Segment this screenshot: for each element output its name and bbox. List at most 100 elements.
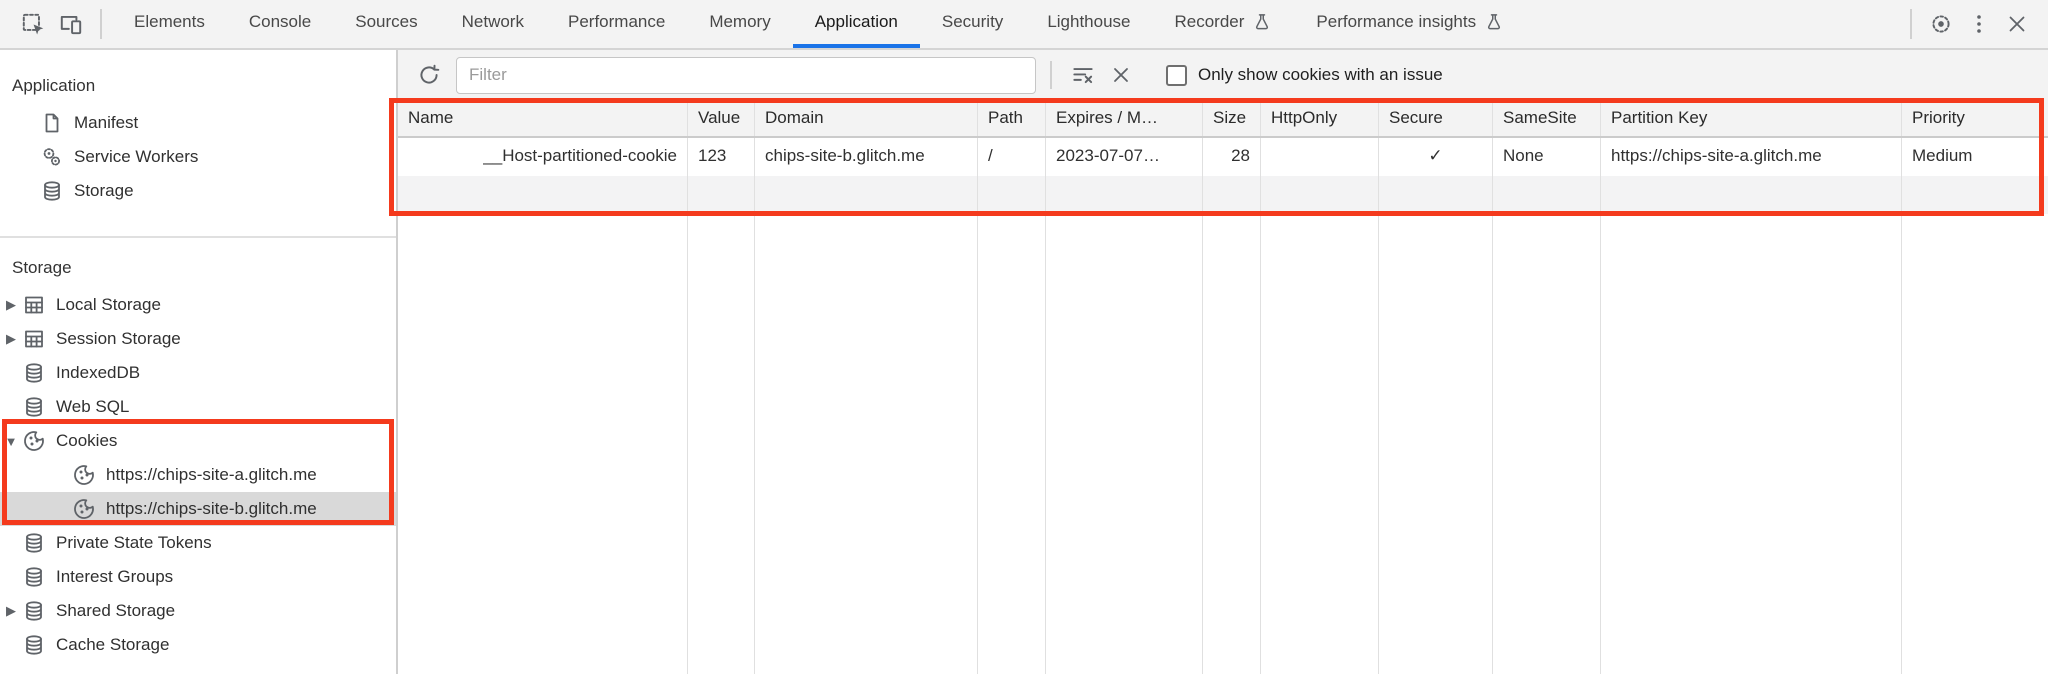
sidebar-section-divider [0, 236, 396, 238]
table-grid-icon [22, 293, 46, 317]
cookies-pane: Only show cookies with an issue Name Val… [398, 50, 2048, 674]
column-header-path[interactable]: Path [978, 100, 1046, 136]
cell-size: 28 [1203, 138, 1261, 176]
sidebar-item-indexeddb[interactable]: IndexedDB [0, 356, 396, 390]
column-header-httponly[interactable]: HttpOnly [1261, 100, 1379, 136]
expand-arrow-collapsed-icon[interactable] [6, 331, 16, 347]
sidebar-item-private-state-tokens[interactable]: Private State Tokens [0, 526, 396, 560]
sidebar-item-storage[interactable]: Storage [0, 174, 396, 208]
sidebar-item-web-sql[interactable]: Web SQL [0, 390, 396, 424]
expand-arrow-collapsed-icon[interactable] [6, 297, 16, 313]
settings-gear-icon[interactable] [1922, 5, 1960, 43]
cell-path: / [978, 138, 1046, 176]
column-header-size[interactable]: Size [1203, 100, 1261, 136]
sidebar-item-label: Cookies [56, 431, 118, 450]
sidebar-item-session-storage[interactable]: Session Storage [0, 322, 396, 356]
empty-stripe-row [398, 176, 2048, 214]
panel-tabs: Elements Console Sources Network Perform… [112, 0, 1526, 48]
sidebar-item-label: Service Workers [74, 147, 199, 166]
cell-priority: Medium [1912, 146, 1973, 165]
more-options-menu-icon[interactable] [1960, 5, 1998, 43]
cell-domain: chips-site-b.glitch.me [755, 138, 978, 176]
column-header-value[interactable]: Value [688, 100, 755, 136]
sidebar-item-label: Manifest [74, 113, 139, 132]
tab-recorder[interactable]: Recorder [1153, 0, 1295, 48]
tab-performance-insights-label: Performance insights [1316, 12, 1477, 31]
sidebar-item-manifest[interactable]: Manifest [0, 106, 396, 140]
column-header-partition-key[interactable]: Partition Key [1601, 100, 1902, 136]
sidebar-item-local-storage[interactable]: Local Storage [0, 288, 396, 322]
sidebar-item-label: Cache Storage [56, 635, 170, 654]
delete-all-icon[interactable] [1102, 56, 1140, 94]
column-header-domain[interactable]: Domain [755, 100, 978, 136]
experiment-flask-icon [1252, 12, 1272, 32]
refresh-icon[interactable] [410, 56, 448, 94]
cell-partition-key: https://chips-site-a.glitch.me [1601, 138, 1902, 176]
sidebar-item-cache-storage[interactable]: Cache Storage [0, 628, 396, 662]
sidebar-item-label: Interest Groups [56, 567, 174, 586]
cookies-table-header: Name Value Domain Path Expires / M… Size… [398, 100, 2048, 138]
column-header-priority[interactable]: Priority [1912, 108, 1965, 127]
filter-input[interactable] [456, 56, 1036, 94]
tab-performance[interactable]: Performance [567, 12, 666, 31]
devtools-toolbar: Elements Console Sources Network Perform… [0, 0, 2048, 50]
empty-table-area [398, 214, 2048, 674]
column-header-name[interactable]: Name [398, 100, 688, 136]
application-panel-sidebar: Application Manifest [0, 50, 398, 674]
sidebar-item-interest-groups[interactable]: Interest Groups [0, 560, 396, 594]
sidebar-item-label: IndexedDB [56, 363, 141, 382]
cell-expires: 2023-07-07… [1046, 138, 1203, 176]
cell-httponly [1261, 138, 1379, 176]
sidebar-item-cookies-site-a[interactable]: https://chips-site-a.glitch.me [0, 458, 396, 492]
column-header-samesite[interactable]: SameSite [1493, 100, 1601, 136]
database-icon [22, 633, 46, 657]
tab-lighthouse[interactable]: Lighthouse [1047, 12, 1131, 31]
cookie-icon [72, 463, 96, 487]
column-header-secure[interactable]: Secure [1379, 100, 1493, 136]
sidebar-item-label: https://chips-site-b.glitch.me [106, 499, 317, 518]
sidebar-item-label: Storage [74, 181, 134, 200]
tab-elements[interactable]: Elements [134, 12, 205, 31]
toolbar-separator [1910, 9, 1912, 39]
sidebar-item-cookies-site-b[interactable]: https://chips-site-b.glitch.me [0, 492, 396, 526]
filter-bar-separator [1050, 61, 1052, 89]
cookie-table-row[interactable]: __Host-partitioned-cookie 123 chips-site… [398, 138, 2048, 176]
expand-arrow-collapsed-icon[interactable] [6, 603, 16, 619]
device-toolbar-icon[interactable] [52, 5, 90, 43]
toolbar-right-icons [1900, 0, 2048, 48]
sidebar-item-cookies[interactable]: Cookies [0, 424, 396, 458]
column-header-expires[interactable]: Expires / M… [1046, 100, 1203, 136]
tab-network[interactable]: Network [461, 12, 524, 31]
tab-memory[interactable]: Memory [709, 12, 771, 31]
close-devtools-icon[interactable] [1998, 5, 2036, 43]
tab-security[interactable]: Security [941, 12, 1004, 31]
sidebar-section-application: Application [12, 76, 96, 95]
clear-filter-icon[interactable] [1064, 56, 1102, 94]
sidebar-item-service-workers[interactable]: Service Workers [0, 140, 396, 174]
sidebar-item-shared-storage[interactable]: Shared Storage [0, 594, 396, 628]
service-workers-gears-icon [40, 145, 64, 169]
expand-arrow-expanded-icon[interactable] [5, 434, 18, 449]
database-icon [22, 395, 46, 419]
tab-application[interactable]: Application [792, 0, 920, 48]
cell-samesite: None [1493, 138, 1601, 176]
tab-console[interactable]: Console [248, 12, 312, 31]
tab-sources[interactable]: Sources [355, 12, 418, 31]
inspect-element-icon[interactable] [14, 5, 52, 43]
database-icon [22, 599, 46, 623]
issue-filter-label: Only show cookies with an issue [1198, 65, 1443, 84]
toolbar-left-icons [0, 0, 112, 48]
cookie-icon [72, 497, 96, 521]
sidebar-item-label: Session Storage [56, 329, 181, 348]
cell-secure-checkmark: ✓ [1379, 138, 1493, 176]
database-icon [22, 531, 46, 555]
sidebar-item-label: Local Storage [56, 295, 161, 314]
tab-recorder-label: Recorder [1174, 12, 1245, 31]
sidebar-item-label: Shared Storage [56, 601, 176, 620]
tab-performance-insights[interactable]: Performance insights [1294, 0, 1526, 48]
cell-name: __Host-partitioned-cookie [398, 138, 688, 176]
cookies-filter-bar: Only show cookies with an issue [398, 50, 2048, 100]
database-icon [40, 179, 64, 203]
issue-filter-checkbox[interactable] [1166, 64, 1187, 86]
